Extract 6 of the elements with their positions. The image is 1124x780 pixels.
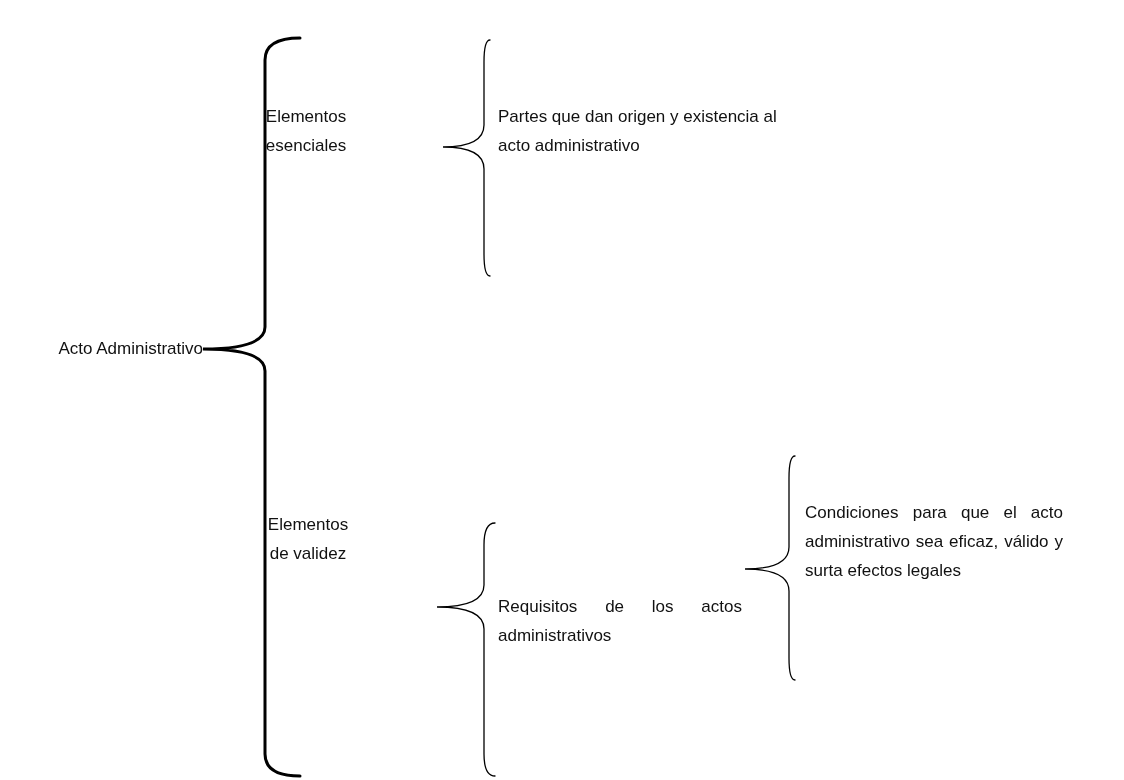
label-text: Partes que dan origen y existencia al acto administrativo — [498, 106, 778, 157]
label-text: Elementos de validez — [266, 514, 350, 565]
label-text: Condiciones para que el acto administrativo sea eficaz, válido y surta efectos legales — [805, 502, 1063, 582]
label-text: Acto Administrativo — [57, 338, 203, 360]
label-text: Elementos esenciales — [264, 106, 348, 157]
label-text: Requisitos de los actos administrativos — [498, 596, 742, 647]
